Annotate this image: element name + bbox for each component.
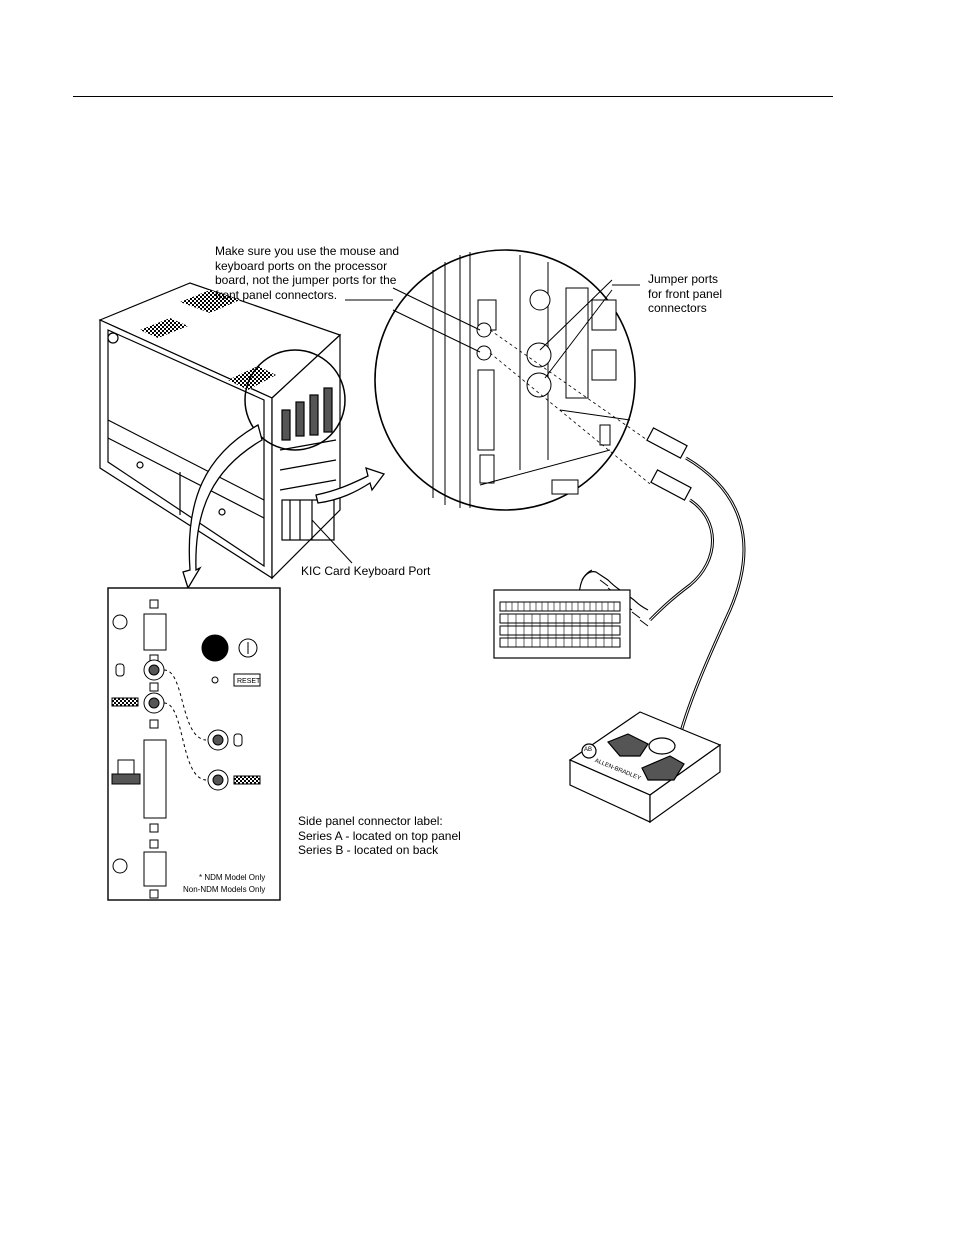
dashed-routing <box>489 329 651 485</box>
jumper-ports-line: Jumper ports <box>648 272 719 286</box>
non-ndm-note: Non-NDM Models Only <box>183 885 266 894</box>
kic-port-leader <box>311 519 353 564</box>
side-panel-line: Series A - located on top panel <box>298 828 461 843</box>
side-panel-line: Side panel connector label: <box>298 814 443 828</box>
brand-badge: AB <box>584 747 593 753</box>
processor-ports-line: keyboard ports on the processor <box>215 258 388 273</box>
keyboard <box>493 589 631 659</box>
front-panel-device <box>568 711 722 824</box>
connector-label-panel <box>107 587 281 901</box>
jumper-port-leaders <box>539 279 640 379</box>
ndm-note: * NDM Model Only <box>199 873 266 882</box>
side-panel-callout: Side panel connector label: Series A - l… <box>298 814 461 858</box>
header-rule <box>73 96 833 97</box>
reset-label: RESET <box>237 678 261 685</box>
jumper-ports-line: connectors <box>648 301 707 315</box>
magnified-detail <box>374 249 636 511</box>
kic-port-callout: KIC Card Keyboard Port <box>301 564 431 578</box>
processor-ports-callout: Make sure you use the mouse and keyboard… <box>215 244 399 302</box>
computer-chassis <box>98 282 346 580</box>
jumper-ports-line: for front panel <box>648 286 723 301</box>
side-panel-line: Series B - located on back <box>298 843 439 857</box>
processor-port-leaders <box>345 287 481 353</box>
jumper-ports-callout: Jumper ports for front panel connectors <box>648 272 722 316</box>
processor-ports-line: board, not the jumper ports for the <box>215 273 397 287</box>
processor-ports-line: Make sure you use the mouse and <box>215 244 400 258</box>
processor-ports-line: front panel connectors. <box>215 287 338 302</box>
cables <box>571 427 746 736</box>
